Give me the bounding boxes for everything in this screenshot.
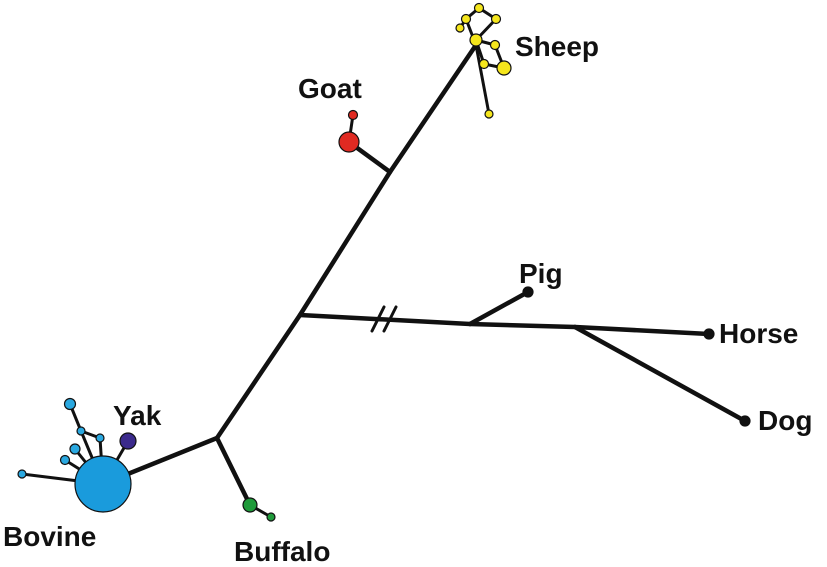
sheep-node (490, 13, 502, 25)
bovine-node (74, 455, 132, 513)
bovine-node-minor (63, 397, 77, 411)
label-dog: Dog (758, 405, 812, 436)
sheep-node (496, 60, 512, 76)
sheep-node (484, 109, 494, 119)
edge-dog (572, 324, 748, 424)
edge-outgroup-goat-junction (297, 169, 393, 318)
label-bovine: Bovine (3, 521, 96, 552)
sheep-node (473, 2, 485, 14)
goat-node (338, 131, 360, 153)
edge-horse (572, 324, 712, 337)
sheep-node (478, 58, 490, 70)
sheep-node (469, 33, 483, 47)
dog-node (739, 415, 751, 427)
edge-outgroup (297, 312, 473, 327)
edge-junction-outgroup (214, 312, 303, 441)
goat-node-minor (347, 109, 359, 121)
label-yak: Yak (113, 400, 162, 431)
label-sheep: Sheep (515, 31, 599, 62)
label-pig: Pig (519, 258, 563, 289)
bovine-node-minor (59, 454, 71, 466)
break-mark-1 (370, 305, 386, 333)
sheep-edge-10 (474, 43, 491, 116)
edge-pig (467, 289, 531, 327)
bovine-node-minor (95, 433, 105, 443)
sheep-node (455, 23, 465, 33)
buffalo-node-minor (266, 512, 276, 522)
label-horse: Horse (719, 318, 798, 349)
label-goat: Goat (298, 73, 362, 104)
bovine-node-minor (69, 443, 81, 455)
horse-node (703, 328, 715, 340)
label-buffalo: Buffalo (234, 536, 330, 567)
sheep-node (489, 39, 501, 51)
sheep-node (460, 13, 472, 25)
bovine-node-minor (76, 426, 86, 436)
pig-node (522, 286, 534, 298)
edge-outgroup-2 (467, 321, 578, 330)
break-mark-2 (382, 305, 398, 333)
yak-node (119, 432, 137, 450)
buffalo-node (242, 497, 258, 513)
bovine-node-minor (17, 469, 27, 479)
edge-buffalo (214, 435, 253, 508)
edge-goat-junction-sheep (387, 42, 479, 175)
